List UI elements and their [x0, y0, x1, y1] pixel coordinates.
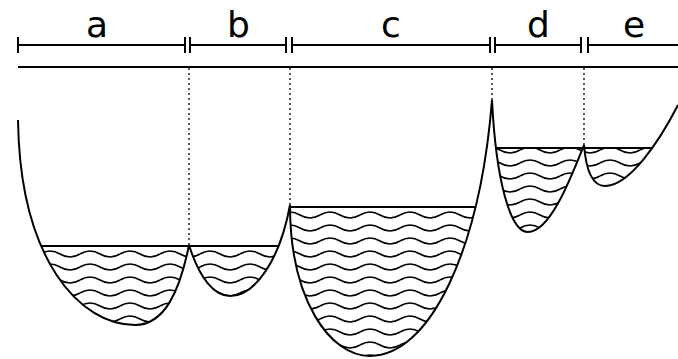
- span-label: c: [381, 7, 401, 43]
- basin-outline: [18, 100, 678, 356]
- span-label: d: [527, 7, 550, 43]
- span-label: e: [623, 7, 645, 43]
- span-label: b: [227, 7, 250, 43]
- span-label: a: [86, 7, 108, 43]
- span-brackets: [18, 37, 678, 67]
